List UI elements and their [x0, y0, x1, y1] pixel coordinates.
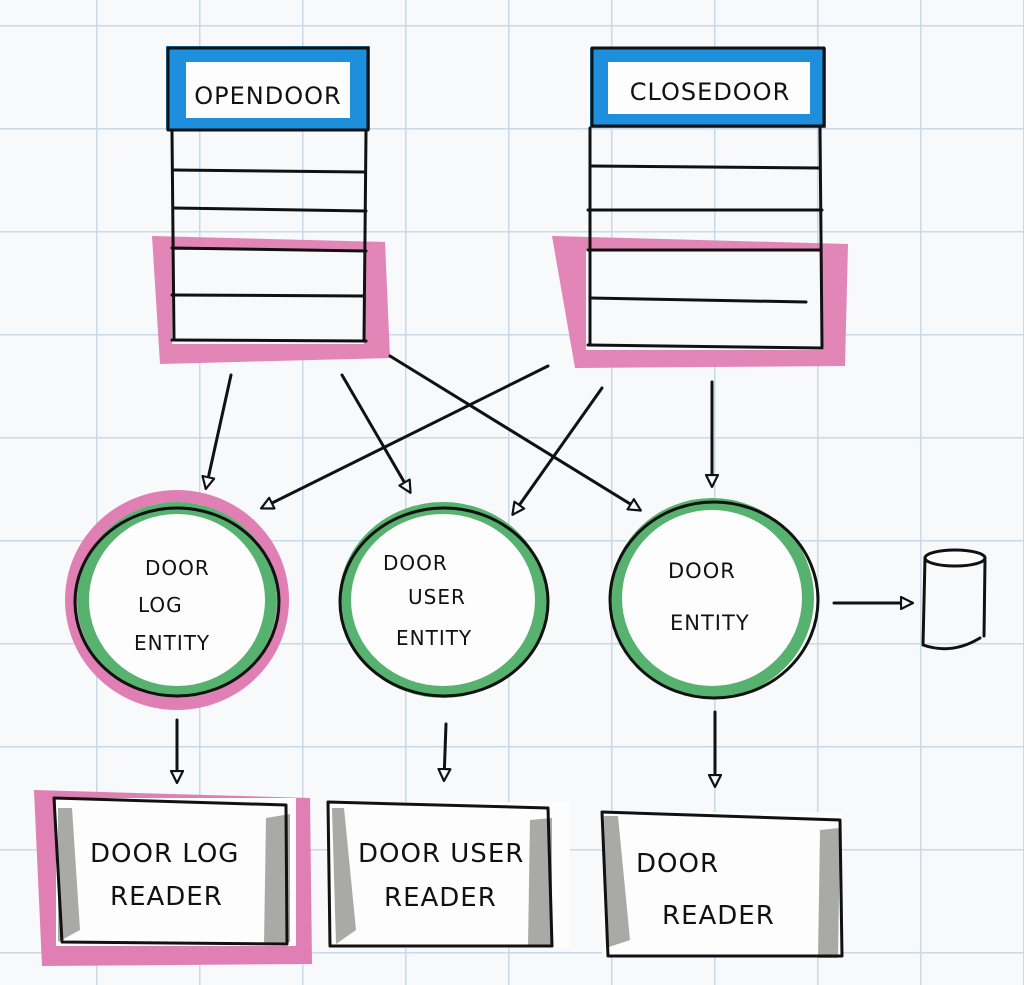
open-door-header-inner — [186, 62, 350, 118]
door-user-entity-line-2: USER — [408, 585, 466, 609]
arrow-open-to-door — [388, 354, 640, 510]
door-entity-green-ring — [610, 498, 814, 698]
door-log-reader-line-1: DOOR LOG — [90, 839, 239, 869]
door-log-entity-fill — [77, 502, 277, 698]
door-log-entity-line-1: DOOR — [145, 556, 210, 580]
door-user-reader-line-1: DOOR USER — [358, 839, 524, 869]
door-entity-outline — [608, 500, 820, 700]
open-door-rows — [170, 130, 368, 343]
arrow-open-to-log — [206, 373, 233, 488]
door-user-entity-fill — [339, 502, 547, 698]
close-door-header-border — [590, 46, 826, 128]
arrow-user-entity-to-reader — [444, 722, 446, 780]
door-entity-fill — [608, 498, 816, 698]
door-entity-line-2: ENTITY — [670, 611, 750, 635]
door-user-reader-left-shade — [332, 808, 356, 944]
door-log-reader-outline — [52, 796, 289, 946]
command-close-door: CLOSEDOOR — [552, 46, 848, 368]
door-log-entity-outline — [73, 506, 281, 698]
reader-door: DOOR READER — [600, 810, 844, 958]
reader-door-log: DOOR LOG READER — [34, 790, 312, 966]
arrow-close-to-log — [262, 364, 550, 508]
close-door-rows — [586, 126, 824, 350]
arrow-open-to-user — [340, 373, 410, 492]
door-reader-right-shade — [818, 828, 840, 958]
close-door-header-inner — [608, 62, 810, 114]
door-log-reader-fill — [56, 798, 296, 946]
open-door-header-border — [166, 46, 370, 132]
door-reader-line-2: READER — [662, 901, 775, 931]
door-log-reader-right-shade — [264, 814, 290, 944]
door-user-reader-outline — [326, 800, 554, 948]
door-reader-line-1: DOOR — [636, 849, 719, 879]
database-cylinder-icon — [921, 548, 987, 651]
door-log-reader-left-shade — [58, 808, 80, 942]
door-reader-left-shade — [604, 816, 630, 948]
door-log-entity-line-2: LOG — [138, 593, 183, 617]
reader-door-user: DOOR USER READER — [326, 800, 570, 948]
command-open-door: OPENDOOR — [152, 46, 390, 364]
door-user-reader-right-shade — [528, 818, 552, 946]
door-reader-outline — [600, 810, 844, 958]
door-entity-line-1: DOOR — [668, 559, 736, 583]
arrow-close-to-user — [513, 386, 604, 514]
door-log-entity-line-3: ENTITY — [134, 631, 210, 655]
command-arrows — [206, 354, 712, 514]
close-door-label: CLOSEDOOR — [630, 78, 791, 106]
door-user-reader-line-2: READER — [384, 883, 497, 913]
open-door-label: OPENDOOR — [194, 82, 341, 110]
reader-arrows — [177, 710, 715, 786]
door-user-entity-line-3: ENTITY — [396, 626, 472, 650]
door-user-entity-outline — [338, 506, 550, 698]
door-reader-fill — [602, 812, 842, 956]
entity-door-log: DOOR LOG ENTITY — [65, 490, 289, 710]
entity-door-user: DOOR USER ENTITY — [338, 502, 550, 698]
door-log-reader-line-2: READER — [110, 882, 223, 912]
door-user-entity-line-1: DOOR — [383, 551, 448, 575]
entity-door: DOOR ENTITY — [608, 498, 820, 700]
